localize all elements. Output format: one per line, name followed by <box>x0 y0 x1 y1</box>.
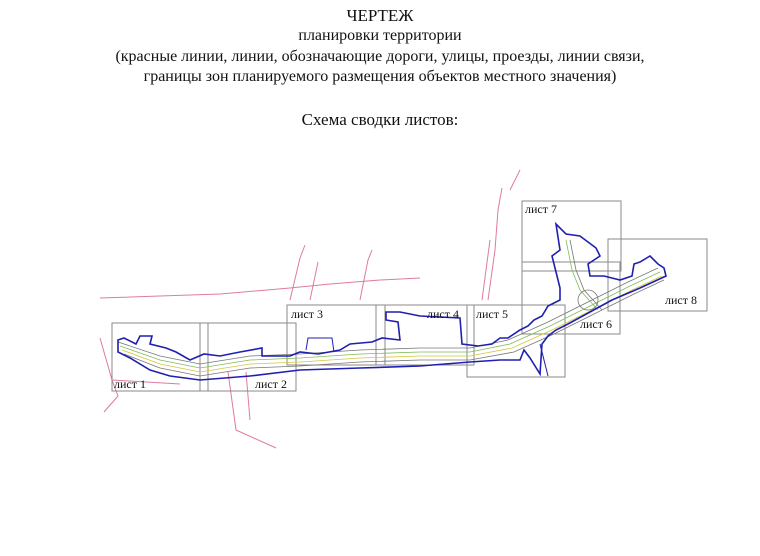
sheet-label-4: лист 4 <box>427 307 459 321</box>
sheet-frame-6[interactable] <box>521 261 621 335</box>
drawing-description-line-1: (красные линии, линии, обозначающие доро… <box>115 48 645 65</box>
sheet-label-8: лист 8 <box>665 293 697 307</box>
drawing-description-line-2: границы зон планируемого размещения объе… <box>143 68 617 85</box>
inner-boundaries <box>305 337 549 377</box>
scheme-caption: Схема сводки листов: <box>301 110 459 129</box>
drawing-subtitle: планировки территории <box>298 27 462 44</box>
drawing-title: ЧЕРТЕЖ <box>346 6 414 25</box>
planning-boundary <box>117 221 667 381</box>
sheet-frame-7[interactable] <box>521 200 622 272</box>
sheet-label-7: лист 7 <box>525 202 557 216</box>
sheet-label-1: лист 1 <box>114 377 146 391</box>
sheet-frame-8[interactable] <box>607 238 708 312</box>
sheet-frame-5[interactable] <box>466 304 566 378</box>
sheet-label-5: лист 5 <box>476 307 508 321</box>
sheet-label-6: лист 6 <box>580 317 612 331</box>
sheet-frame-2[interactable] <box>199 322 297 392</box>
sheet-labels: лист 1 лист 2 лист 3 лист 4 лист 5 лист … <box>114 202 697 391</box>
sheet-frame-1[interactable] <box>111 322 209 392</box>
sheet-frames <box>111 200 708 392</box>
sheet-frame-3[interactable] <box>286 304 386 366</box>
sheet-label-2: лист 2 <box>255 377 287 391</box>
road-corridor <box>117 239 665 377</box>
sheet-label-3: лист 3 <box>291 307 323 321</box>
